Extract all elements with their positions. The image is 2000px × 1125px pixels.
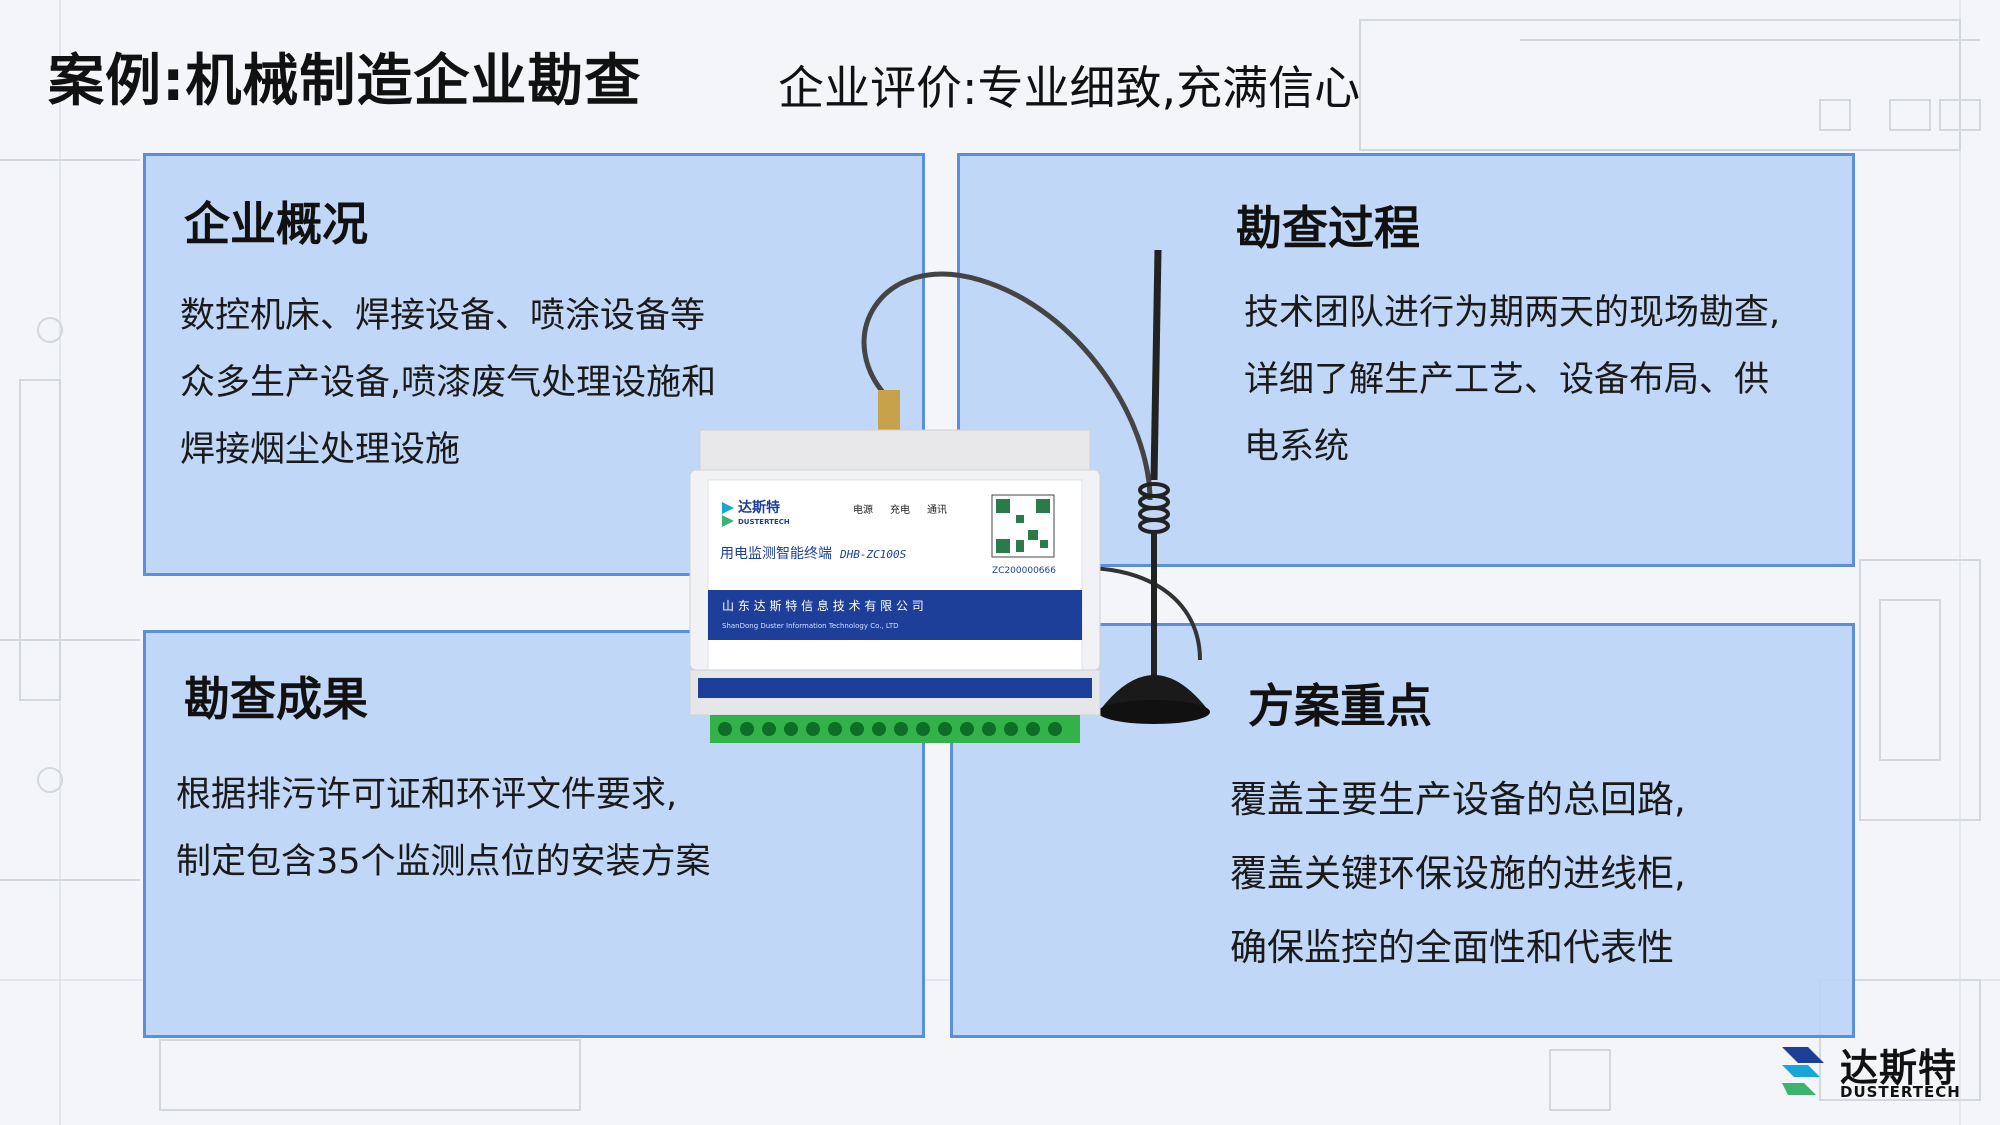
logo-name-en: DUSTERTECH	[1840, 1083, 1961, 1101]
device-serial: ZC200000666	[992, 566, 1056, 576]
results-line: 制定包含35个监测点位的安装方案	[176, 842, 711, 882]
process-line: 技术团队进行为期两天的现场勘查,	[1244, 293, 1781, 333]
logo-mark-icon	[1782, 1047, 1824, 1095]
panel-key-points: 方案重点	[950, 623, 1855, 1038]
indicator-comm: 通讯	[927, 504, 947, 516]
page-title: 案例:机械制造企业勘查	[48, 49, 642, 114]
panel-process: 勘查过程	[957, 153, 1855, 567]
device-model: DHB-ZC100S	[839, 548, 907, 561]
results-line: 根据排污许可证和环评文件要求,	[176, 775, 678, 815]
overview-line: 数控机床、焊接设备、喷涂设备等	[180, 296, 706, 336]
panel-heading: 企业概况	[184, 197, 368, 251]
device-brand: 达斯特	[738, 499, 780, 516]
device-product-name: 用电监测智能终端	[720, 546, 832, 562]
key-point-line: 覆盖主要生产设备的总回路,	[1230, 778, 1686, 821]
process-text: 技术团队进行为期两天的现场勘查, 详细了解生产工艺、设备布局、供 电系统	[1244, 280, 1780, 481]
device-company-en: ShanDong Duster Information Technology C…	[722, 622, 899, 630]
key-points-text: 覆盖主要生产设备的总回路, 覆盖关键环保设施的进线柜, 确保监控的全面性和代表性	[1230, 763, 1686, 985]
device-brand-en: DUSTERTECH	[738, 518, 790, 526]
indicator-charge: 充电	[890, 503, 910, 516]
panel-heading: 勘查成果	[184, 672, 368, 726]
panel-heading: 勘查过程	[1236, 201, 1420, 255]
overview-line: 焊接烟尘处理设施	[180, 430, 461, 470]
process-line: 电系统	[1244, 427, 1350, 467]
key-point-line: 确保监控的全面性和代表性	[1230, 926, 1674, 969]
panel-heading: 方案重点	[1248, 679, 1432, 733]
indicator-power: 电源	[853, 503, 873, 516]
logo-name: 达斯特	[1840, 1046, 1958, 1090]
brand-logo: 达斯特 DUSTERTECH	[1778, 1037, 1978, 1107]
results-text: 根据排污许可证和环评文件要求, 制定包含35个监测点位的安装方案	[176, 762, 711, 896]
overview-line: 众多生产设备,喷漆废气处理设施和	[180, 363, 717, 403]
overview-text: 数控机床、焊接设备、喷涂设备等 众多生产设备,喷漆废气处理设施和 焊接烟尘处理设…	[180, 283, 716, 484]
process-line: 详细了解生产工艺、设备布局、供	[1244, 360, 1770, 400]
monitoring-terminal-image: 达斯特 DUSTERTECH 电源 充电 通讯 用电监测智能终端 DHB-ZC1…	[689, 249, 1210, 743]
key-point-line: 覆盖关键环保设施的进线柜,	[1230, 852, 1686, 895]
panel-overview: 企业概况	[143, 153, 925, 576]
page-subtitle: 企业评价:专业细致,充满信心	[778, 61, 1361, 115]
device-company: 山 东 达 斯 特 信 息 技 术 有 限 公 司	[722, 598, 924, 613]
